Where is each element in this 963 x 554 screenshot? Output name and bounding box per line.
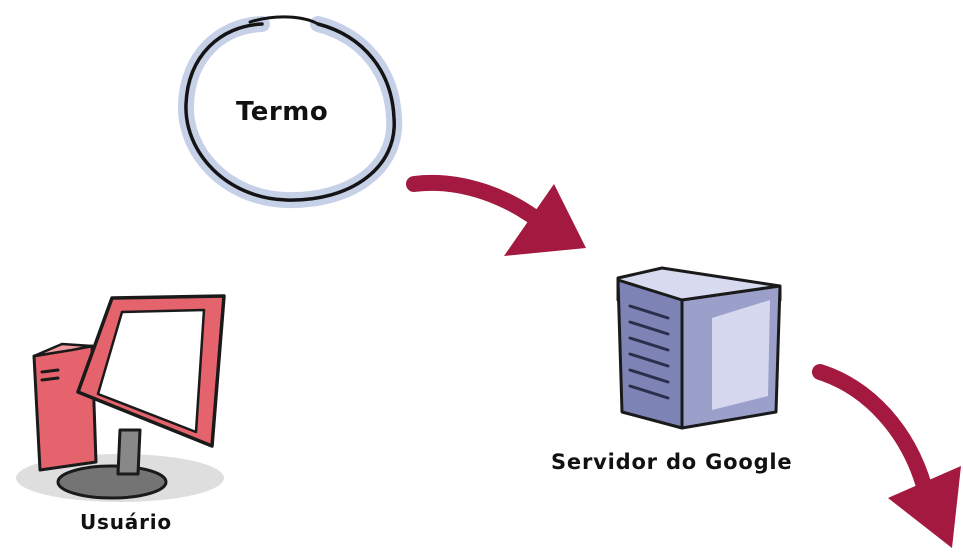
server-icon [616, 266, 782, 430]
term-bubble [177, 15, 403, 209]
computer-icon [16, 294, 226, 502]
term-label: Termo [236, 97, 329, 127]
arrow-server-to-offscreen [812, 364, 961, 548]
server-label: Servidor do Google [551, 450, 793, 474]
arrow-term-to-server [406, 174, 586, 256]
user-label: Usuário [80, 510, 172, 534]
